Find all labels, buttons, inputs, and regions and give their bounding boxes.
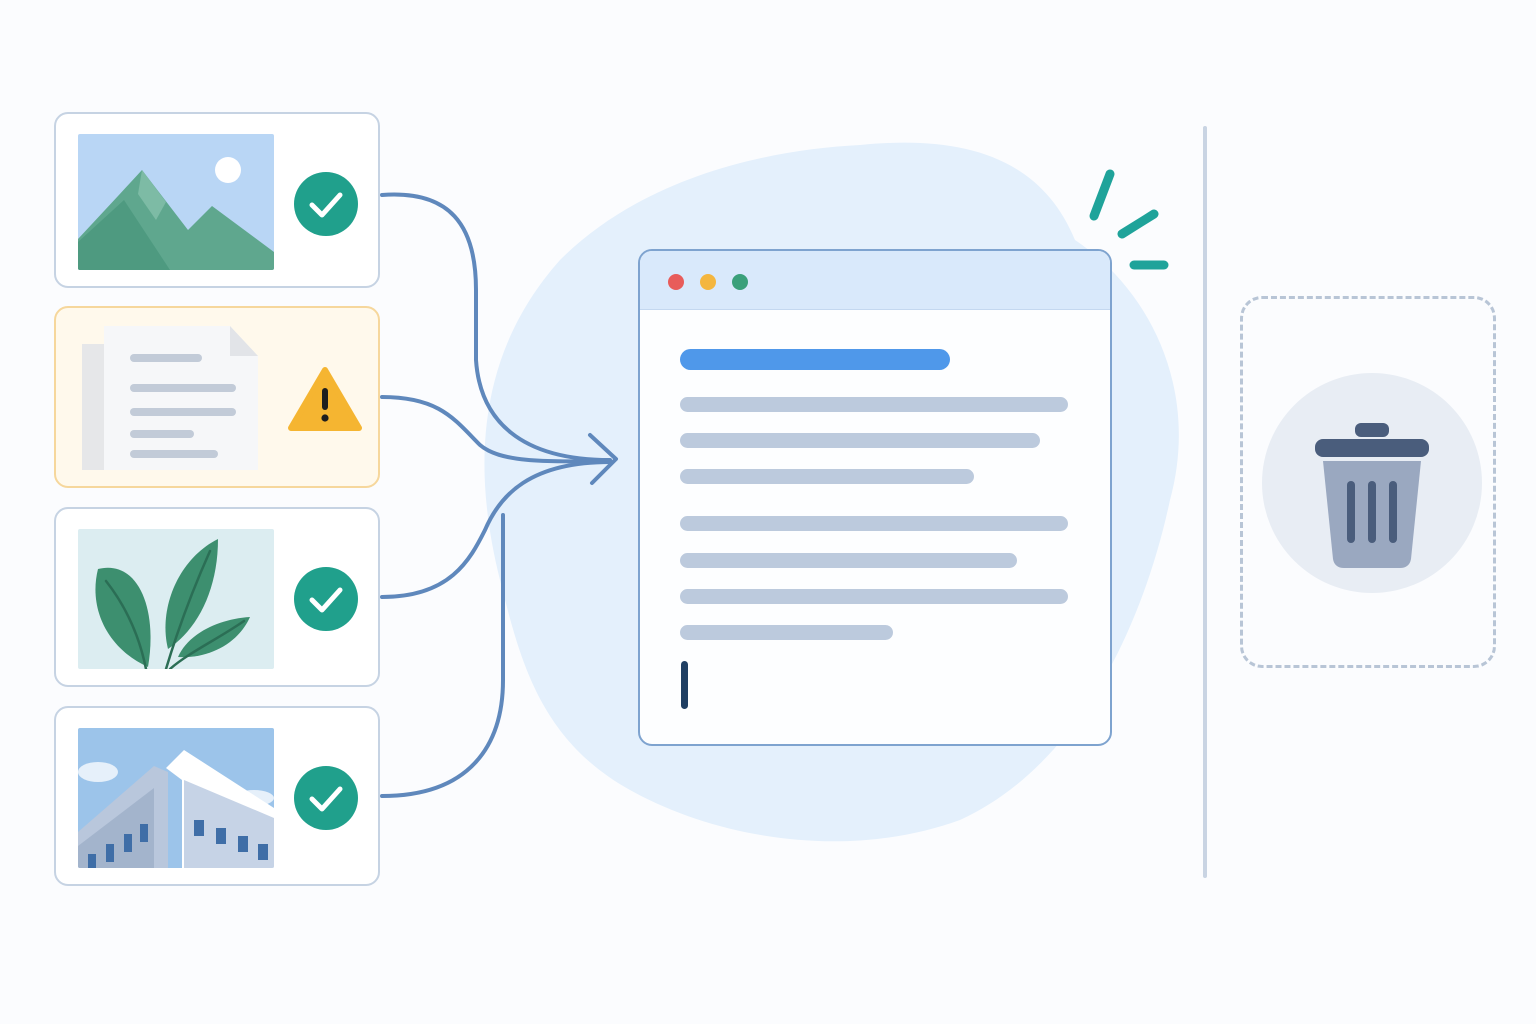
editor-text-line — [680, 469, 974, 484]
trash-icon[interactable] — [1307, 419, 1437, 569]
source-card-leaf[interactable] — [54, 507, 380, 687]
editor-titlebar — [640, 251, 1110, 310]
document-file-icon — [82, 326, 258, 470]
section-divider — [1203, 126, 1207, 878]
connector-from-leaf — [380, 460, 612, 599]
connector-from-document — [380, 395, 612, 464]
connector-from-building — [380, 513, 505, 798]
source-card-document[interactable] — [54, 306, 380, 488]
mountain-image-thumbnail — [78, 134, 274, 270]
text-cursor — [681, 661, 688, 709]
connector-from-mountain — [380, 192, 612, 462]
check-icon — [294, 766, 358, 830]
editor-window[interactable] — [638, 249, 1112, 746]
trash-icon-backdrop — [1262, 373, 1482, 593]
trash-drop-zone[interactable] — [1240, 296, 1496, 668]
editor-text-line — [680, 625, 893, 640]
source-card-mountain[interactable] — [54, 112, 380, 288]
editor-text-line — [680, 553, 1017, 568]
flow-arrow-head — [588, 433, 618, 485]
building-image-thumbnail — [78, 728, 274, 868]
check-icon — [294, 567, 358, 631]
source-card-building[interactable] — [54, 706, 380, 886]
editor-heading-line — [680, 349, 950, 370]
window-close-button[interactable] — [668, 274, 684, 290]
editor-text-line — [680, 433, 1040, 448]
editor-text-line — [680, 516, 1068, 531]
editor-text-line — [680, 397, 1068, 412]
warning-icon — [288, 367, 362, 431]
check-icon — [294, 172, 358, 236]
sparkle-icon — [1089, 169, 1169, 270]
editor-text-line — [680, 589, 1068, 604]
window-maximize-button[interactable] — [732, 274, 748, 290]
window-minimize-button[interactable] — [700, 274, 716, 290]
leaf-image-thumbnail — [78, 529, 274, 669]
